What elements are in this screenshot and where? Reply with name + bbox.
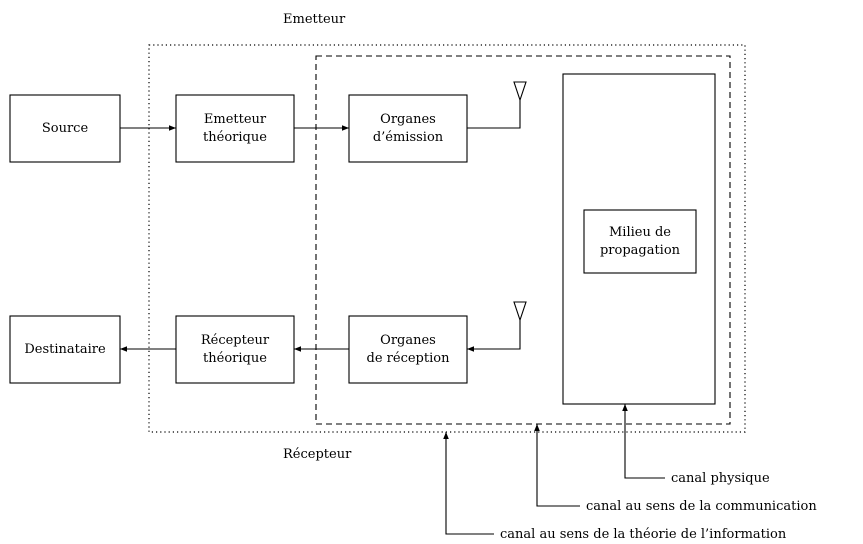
emission-antenna-wire <box>467 100 521 129</box>
pointer-canal-information <box>443 432 494 535</box>
organes-reception-box <box>348 315 468 384</box>
emetteur-title: Emetteur <box>283 12 346 27</box>
emetteur-theorique-box <box>175 94 295 163</box>
canal-communication-label: canal au sens de la communication <box>586 499 817 514</box>
organes-reception-label: Organes de réception <box>366 332 450 366</box>
pointer-canal-physique <box>622 404 665 479</box>
recepteur-theorique-label: Récepteur théorique <box>200 332 270 366</box>
milieu-label: Milieu de propagation <box>599 224 681 258</box>
organes-emission-box <box>348 94 468 163</box>
canal-physique-label: canal physique <box>671 471 770 486</box>
pointer-canal-communication <box>534 424 580 507</box>
emetteur-theorique-label: Emetteur théorique <box>203 111 267 145</box>
milieu-box <box>583 209 697 274</box>
reception-antenna-icon <box>513 301 527 322</box>
destinataire-label: Destinataire <box>24 341 106 357</box>
organes-emission-label: Organes d’émission <box>372 111 444 145</box>
communication-channel-frame <box>315 55 731 425</box>
canal-information-label: canal au sens de la théorie de l’informa… <box>500 527 787 542</box>
emission-antenna-icon <box>513 81 527 102</box>
reception-antenna-wire <box>467 320 521 352</box>
source-label: Source <box>41 120 89 136</box>
recepteur-title: Récepteur <box>283 447 352 462</box>
